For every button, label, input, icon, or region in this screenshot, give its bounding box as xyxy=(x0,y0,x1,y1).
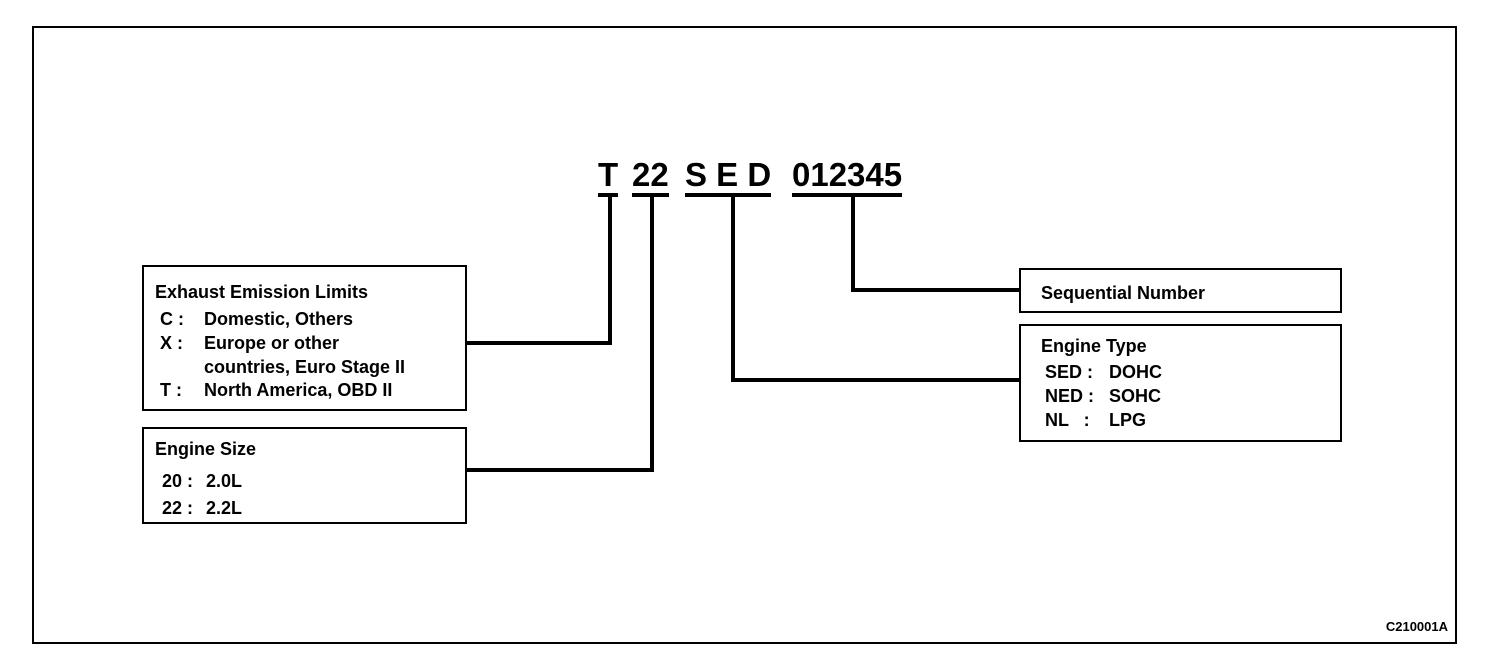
engine-type-row: NL : LPG xyxy=(1045,410,1146,431)
emission-row: C : Domestic, Others xyxy=(160,309,353,330)
emission-key: X : xyxy=(160,333,184,353)
engine-type-value: LPG xyxy=(1109,410,1147,430)
engine-type-row: NED : SOHC xyxy=(1045,386,1161,407)
engine-type-key: NL : xyxy=(1045,410,1090,430)
connector-emission xyxy=(466,195,612,345)
emission-row: countries, Euro Stage II xyxy=(160,357,405,378)
emission-key: T : xyxy=(160,380,182,400)
connector-type xyxy=(731,195,1021,382)
engine-type-value: DOHC xyxy=(1109,362,1162,382)
code-size: 22 xyxy=(632,157,669,197)
engine-type-box: Engine Type SED : DOHC NED : SOHC NL : LPG xyxy=(1019,324,1342,442)
emission-value: Domestic, Others xyxy=(204,309,354,329)
emission-value: countries, Euro Stage II xyxy=(204,357,406,377)
emission-limits-title: Exhaust Emission Limits xyxy=(155,282,369,302)
emission-value: Europe or other xyxy=(204,333,340,353)
code-emission: T xyxy=(598,157,619,197)
engine-size-value: 2.0L xyxy=(206,471,243,491)
engine-size-box: Engine Size 20 : 2.0L 22 : 2.2L xyxy=(142,427,467,524)
engine-size-title: Engine Size xyxy=(155,439,257,459)
diagram-frame xyxy=(32,26,1457,644)
engine-size-key: 20 : xyxy=(162,471,194,491)
figure-code: C210001A xyxy=(1385,619,1448,634)
engine-size-value: 2.2L xyxy=(206,498,243,518)
connector-serial xyxy=(851,195,1021,292)
code-type: S E D xyxy=(685,157,772,197)
emission-row: T : North America, OBD II xyxy=(160,380,392,401)
engine-type-row: SED : DOHC xyxy=(1045,362,1162,383)
emission-row: X : Europe or other xyxy=(160,333,339,354)
connector-size xyxy=(466,195,654,472)
engine-size-row: 22 : 2.2L xyxy=(162,498,242,519)
sequential-number-title: Sequential Number xyxy=(1041,283,1206,303)
engine-size-row: 20 : 2.0L xyxy=(162,471,242,492)
emission-limits-box: Exhaust Emission Limits C : Domestic, Oth… xyxy=(142,265,467,411)
engine-type-value: SOHC xyxy=(1109,386,1162,406)
engine-size-key: 22 : xyxy=(162,498,194,518)
sequential-number-box: Sequential Number xyxy=(1019,268,1342,313)
engine-type-key: SED : xyxy=(1045,362,1094,382)
emission-value: North America, OBD II xyxy=(204,380,393,400)
emission-key: C : xyxy=(160,309,184,329)
code-serial: 012345 xyxy=(792,157,903,197)
engine-type-title: Engine Type xyxy=(1041,336,1147,356)
engine-type-key: NED : xyxy=(1045,386,1094,406)
